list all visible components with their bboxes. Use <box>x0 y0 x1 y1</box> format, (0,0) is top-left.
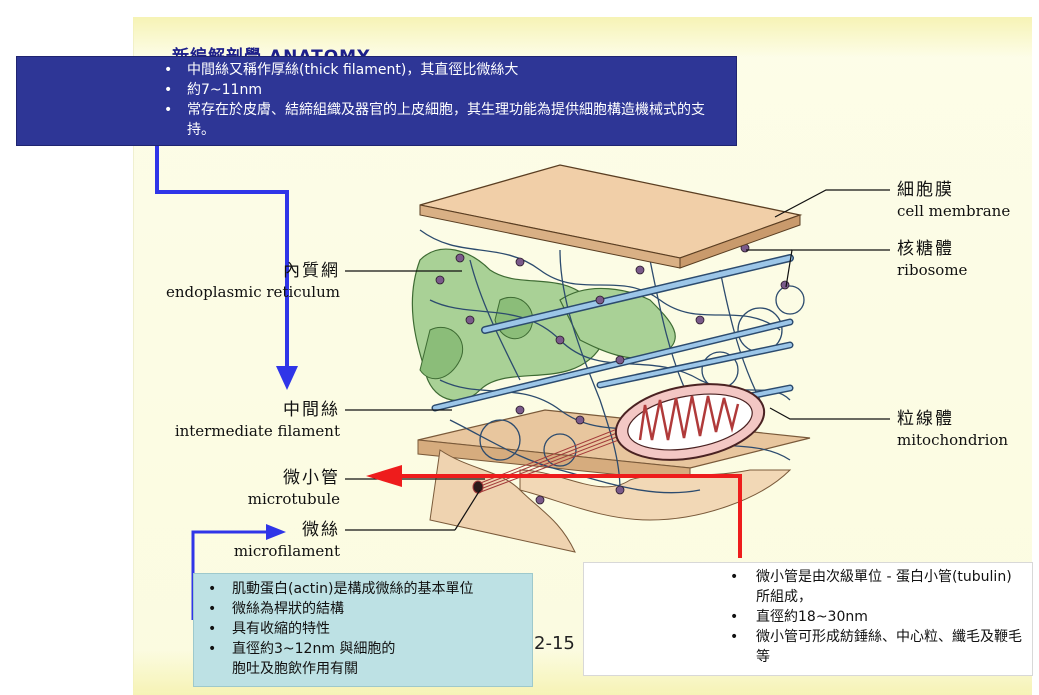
label-rb-zh: 核糖體 <box>897 239 954 259</box>
label-mc-zh: 粒線體 <box>897 409 954 429</box>
red-arrow-mt <box>366 465 742 558</box>
label-rb-en: ribosome <box>897 261 968 279</box>
label-mitochondrion: 粒線體 mitochondrion <box>897 408 1008 450</box>
mitochondrion-shape <box>614 383 766 461</box>
filament-tubes <box>431 254 794 412</box>
label-cell-membrane: 細胞膜 cell membrane <box>897 179 1010 221</box>
mf-note-text: 具有收縮的特性 <box>232 621 330 637</box>
mt-note-text: 直徑約18~30nm <box>756 609 868 625</box>
mf-note-item: • 微絲為桿狀的結構 <box>194 599 532 619</box>
label-mt-zh: 微小管 <box>283 468 340 488</box>
bullet: • <box>208 621 217 637</box>
bullet: • <box>730 629 739 645</box>
slide-top-band <box>133 17 1032 57</box>
mf-note-text: 直徑約3~12nm 與細胞的胞吐及胞飲作用有關 <box>232 641 396 677</box>
label-cm-en: cell membrane <box>897 202 1011 220</box>
bullet: • <box>208 641 217 657</box>
if-note-text: 中間絲又稱作厚絲(thick filament)，其直徑比微絲大 <box>187 62 519 78</box>
mt-note-text: 微小管可形成紡錘絲、中心粒、纖毛及鞭毛等 <box>756 629 1022 665</box>
label-mf-en: microfilament <box>233 542 340 560</box>
mf-note-text: 肌動蛋白(actin)是構成微絲的基本單位 <box>232 581 474 597</box>
label-microfilament: 微絲 microfilament <box>140 519 340 561</box>
mf-note-item: • 直徑約3~12nm 與細胞的胞吐及胞飲作用有關 <box>194 639 404 679</box>
if-note-item: • 約7~11nm <box>17 80 736 100</box>
label-mc-en: mitochondrion <box>897 431 1009 449</box>
ribosome-dots <box>435 243 790 505</box>
label-er-zh: 內質網 <box>283 261 340 281</box>
label-if-en: intermediate filament <box>174 422 340 440</box>
bullet: • <box>208 601 217 617</box>
mf-note-item: • 具有收縮的特性 <box>194 619 532 639</box>
bullet: • <box>730 569 739 585</box>
if-note-item: • 中間絲又稱作厚絲(thick filament)，其直徑比微絲大 <box>17 60 736 80</box>
mf-note-text: 微絲為桿狀的結構 <box>232 601 344 617</box>
mt-note-item: • 微小管是由次級單位 - 蛋白小管(tubulin)所組成， <box>584 567 1032 607</box>
label-if-zh: 中間絲 <box>283 400 340 420</box>
leader-lines <box>345 189 890 531</box>
microfilament-note: • 肌動蛋白(actin)是構成微絲的基本單位 • 微絲為桿狀的結構 • 具有收縮的特… <box>193 573 533 687</box>
label-mt-en: microtubule <box>247 490 340 508</box>
bullet: • <box>164 82 173 98</box>
top-membrane <box>419 164 803 269</box>
if-note-item: • 常存在於皮膚、結締組織及器官的上皮細胞，其生理功能為提供細胞構造機械式的支持。 <box>17 100 736 140</box>
if-note-text: 常存在於皮膚、結締組織及器官的上皮細胞，其生理功能為提供細胞構造機械式的支持。 <box>187 102 705 138</box>
mf-note-item: • 肌動蛋白(actin)是構成微絲的基本單位 <box>194 579 532 599</box>
intermediate-filament-note: • 中間絲又稱作厚絲(thick filament)，其直徑比微絲大 • 約7~11… <box>16 56 737 146</box>
bullet: • <box>164 102 173 118</box>
mt-note-item: • 微小管可形成紡錘絲、中心粒、纖毛及鞭毛等 <box>584 627 1032 667</box>
label-ribosome: 核糖體 ribosome <box>897 238 967 280</box>
mt-note-text: 微小管是由次級單位 - 蛋白小管(tubulin)所組成， <box>756 569 1012 605</box>
label-microtubule: 微小管 microtubule <box>140 467 340 509</box>
label-intermediate-filament: 中間絲 intermediate filament <box>140 399 340 441</box>
if-note-text: 約7~11nm <box>187 82 262 98</box>
label-er-en: endoplasmic reticulum <box>165 283 340 301</box>
bullet: • <box>164 62 173 78</box>
blue-arrow-if <box>155 146 298 390</box>
label-mf-zh: 微絲 <box>302 520 340 540</box>
microtubule-note: • 微小管是由次級單位 - 蛋白小管(tubulin)所組成， • 直徑約18~30… <box>583 562 1033 676</box>
mt-note-item: • 直徑約18~30nm <box>584 607 1032 627</box>
bullet: • <box>730 609 739 625</box>
label-cm-zh: 細胞膜 <box>897 180 954 200</box>
bullet: • <box>208 581 217 597</box>
page-number: 2-15 <box>534 633 575 654</box>
label-endoplasmic-reticulum: 內質網 endoplasmic reticulum <box>140 260 340 302</box>
